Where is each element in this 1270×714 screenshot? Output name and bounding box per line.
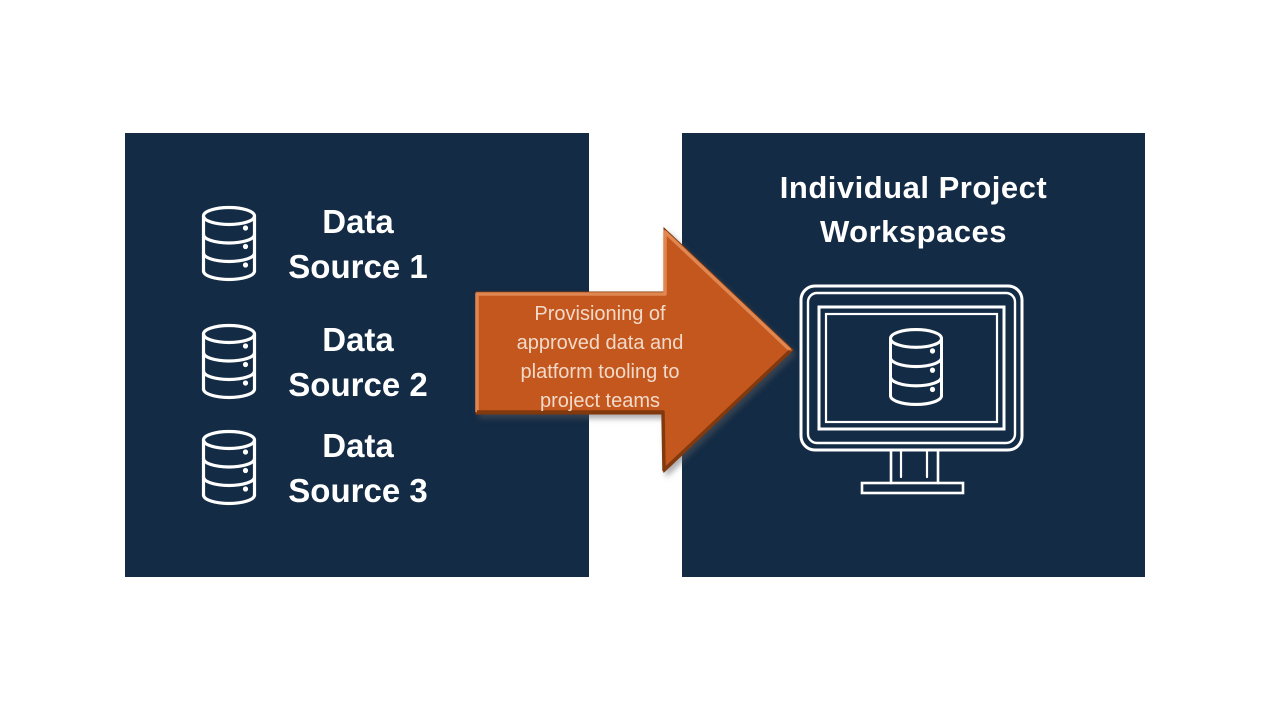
provisioning-arrow (475, 226, 794, 474)
data-source-1-line1: Data (322, 203, 394, 240)
monitor-database-icon (799, 284, 1024, 495)
workspaces-title: Individual Project Workspaces (682, 166, 1145, 254)
data-source-row-2: Data Source 2 (200, 317, 458, 407)
arrow-label-line2: approved data and (516, 332, 684, 354)
data-source-2-label: Data Source 2 (258, 317, 458, 407)
provisioning-arrow-label: Provisioning of approved data and platfo… (500, 300, 700, 416)
database-icon (201, 429, 257, 506)
database-icon (201, 205, 257, 282)
workspaces-title-line2: Workspaces (819, 214, 1008, 249)
data-source-2-line1: Data (322, 321, 394, 358)
data-source-3-line2: Source 3 (288, 472, 428, 509)
data-source-3-label: Data Source 3 (258, 423, 458, 513)
data-source-1-label: Data Source 1 (258, 199, 458, 289)
arrow-label-line1: Provisioning of (534, 303, 666, 325)
data-source-row-1: Data Source 1 (200, 199, 458, 289)
data-source-row-3: Data Source 3 (200, 423, 458, 513)
workspaces-title-line1: Individual Project (779, 170, 1048, 205)
arrow-label-line4: project teams (539, 390, 661, 412)
database-icon (201, 323, 257, 400)
data-source-1-line2: Source 1 (288, 248, 428, 285)
data-source-3-line1: Data (322, 427, 394, 464)
data-source-2-line2: Source 2 (288, 366, 428, 403)
arrow-label-line3: platform tooling to (520, 361, 680, 383)
